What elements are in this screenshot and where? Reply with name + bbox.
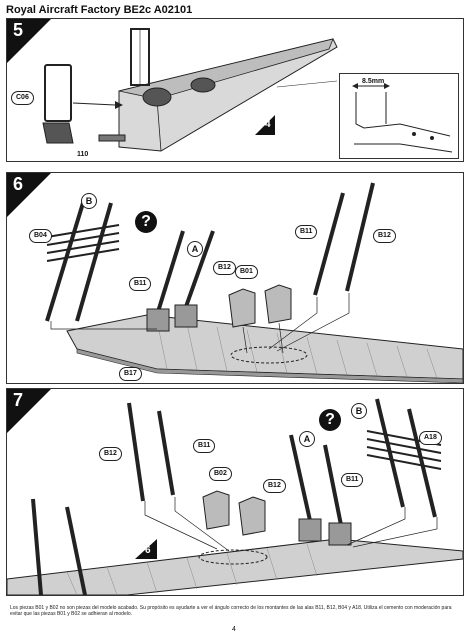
reference-step-number: 4 [265,119,271,130]
question-mark-icon: ? [319,409,341,431]
part-callout-b04: B04 [29,229,52,243]
step-number-badge: 5 [7,19,51,63]
step-number-badge: 7 [7,389,51,433]
fuselage-illustration [42,28,338,152]
step-number: 7 [13,390,24,410]
part-label-110: 110 [77,151,89,158]
part-callout-b11-right: B11 [295,225,318,239]
page-number: 4 [232,626,236,633]
part-callout-b02: B02 [209,467,232,481]
inset-dimension: 8.5mm [362,78,385,85]
lower-wing-strut-illustration [45,182,463,383]
part-callout-b17: B17 [119,367,142,381]
step-5-panel: 5 C06 110 4 [6,18,464,162]
step-number: 6 [13,174,24,194]
step-number-badge: 6 [7,173,51,217]
part-callout-b12-right: B12 [373,229,396,243]
sub-assembly-letter-b: B [81,193,97,209]
question-mark-icon: ? [135,211,157,233]
part-callout-a18: A18 [419,431,442,445]
part-callout-b11-right: B11 [341,473,364,487]
assembly-note: Los piezas B01 y B02 no son piezas del m… [10,605,452,617]
step-number: 5 [13,20,24,40]
part-callout-c06: C06 [11,91,34,105]
upper-wing-strut-illustration [7,398,463,595]
detail-inset: 8.5mm [339,73,459,159]
part-callout-b11: B11 [129,277,152,291]
part-callout-b12: B12 [99,447,122,461]
part-callout-b12-right: B12 [263,479,286,493]
reference-step-number: 6 [145,545,151,556]
sub-assembly-letter-b: B [351,403,367,419]
document-title: Royal Aircraft Factory BE2c A02101 [6,4,193,16]
detail-inset-drawing [352,83,453,153]
part-callout-b11: B11 [193,439,216,453]
sub-assembly-letter-a: A [187,241,203,257]
part-callout-b12: B12 [213,261,236,275]
step-7-panel: 7 [6,388,464,596]
part-callout-b01: B01 [235,265,258,279]
step-6-panel: 6 [6,172,464,384]
sub-assembly-letter-a: A [299,431,315,447]
